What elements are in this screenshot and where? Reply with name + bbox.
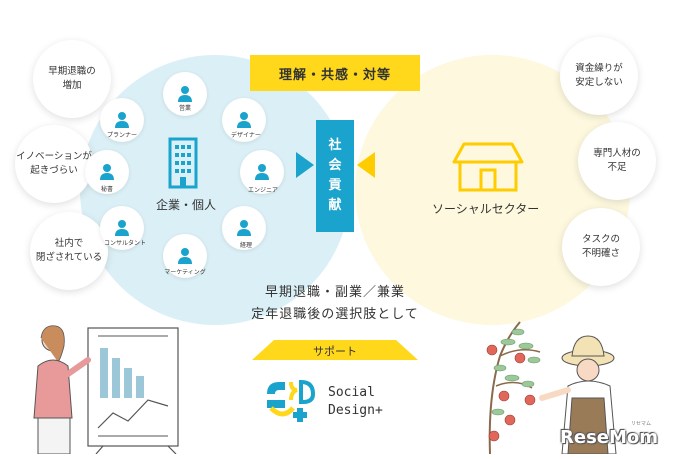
person-node-accounting [222,206,266,250]
understanding-banner: 理解・共感・対等 [250,55,420,91]
logo-line: Design+ [328,403,383,418]
role-label: 秘書 [100,186,114,193]
support-shape [252,340,418,360]
issue-bubble-early-retirement: 早期退職の 増加 [33,40,111,118]
issue-text: タスクの 不明確さ [581,234,620,259]
role-label: マーケティング [164,269,206,276]
person-node-consultant [100,206,144,250]
bar-char: 社 [328,138,342,153]
issue-text: 社内で 閉ざされている [35,238,103,263]
logo-text: Social Design+ [328,384,383,420]
role-label: エンジニア [247,187,279,194]
person-icon [255,164,269,180]
social-contribution-bar: 社 会 貢 献 [316,120,354,232]
issue-bubble-closed: 社内で 閉ざされている [30,212,108,290]
role-label: デザイナー [231,132,261,139]
issue-bubble-innovation: イノベーションが 起きづらい [15,125,93,203]
issue-text: イノベーションが 起きづらい [16,151,92,176]
caption-line: 早期退職・副業／兼業 [264,285,405,300]
person-icon [237,112,251,128]
role-label: プランナー [106,132,138,139]
house-icon [452,142,524,192]
caption-line: 定年退職後の選択肢として [251,307,419,322]
person-node-engineer [240,150,284,194]
issue-bubble-funding: 資金繰りが 安定しない [560,37,638,115]
role-label: コンサルタント [103,240,147,247]
person-icon [237,220,251,236]
bar-char: 献 [328,198,342,213]
issue-bubble-talent: 専門人材の 不足 [578,122,656,200]
person-node-marketing [163,234,207,278]
issue-text: 専門人材の 不足 [593,148,641,173]
bar-char: 会 [328,158,342,173]
social-design-logo [267,379,316,422]
person-icon [100,164,114,180]
company-individual-label: 企業・個人 [156,198,217,212]
person-icon [115,220,129,236]
bar-char: 貢 [328,178,342,193]
person-icon [178,248,192,264]
issue-bubble-tasks: タスクの 不明確さ [562,208,640,286]
arrow-left-icon [357,152,375,178]
issue-text: 早期退職の 増加 [48,66,96,91]
role-label: 経理 [239,242,253,249]
presenter-illustration [33,325,179,454]
person-node-sales [163,72,207,116]
watermark-logo: ReseMom [560,427,659,448]
person-node-secretary [85,150,129,194]
person-icon [115,112,129,128]
person-node-planner [100,98,144,142]
main-caption: 早期退職・副業／兼業 定年退職後の選択肢として [180,282,490,326]
role-label: 営業 [178,105,192,112]
farmer-illustration [486,321,617,454]
person-icon [178,86,192,102]
arrow-right-icon [296,152,314,178]
office-building-icon [168,137,198,189]
issue-text: 資金繰りが 安定しない [575,63,623,88]
support-label: サポート [313,345,357,358]
social-sector-label: ソーシャルセクター [432,202,540,216]
logo-line: Social [328,385,375,400]
person-node-designer [222,98,266,142]
watermark-small: リセマム [631,421,652,427]
